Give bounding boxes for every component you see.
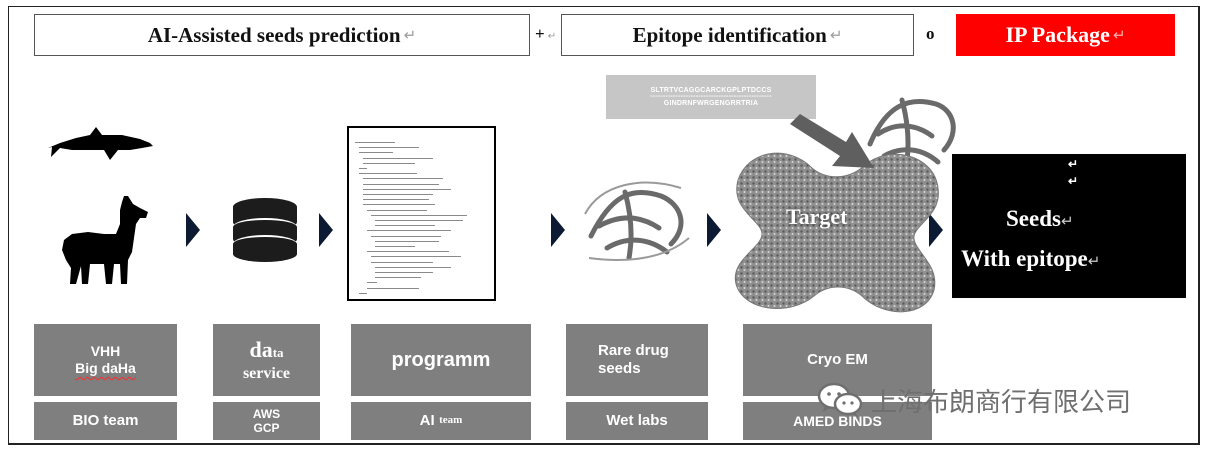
code-line	[367, 282, 377, 284]
code-line	[371, 256, 461, 258]
vhh-big-data-box: VHH Big daHa	[34, 324, 177, 396]
big-data-label: Big daHa	[75, 360, 136, 376]
data-label: data	[249, 337, 283, 363]
aws-label: AWS	[252, 406, 281, 421]
wet-labs-label: Wet labs	[606, 412, 668, 429]
seeds-line-1-text: Seeds	[1006, 206, 1061, 231]
code-line	[363, 178, 443, 180]
code-line	[375, 272, 433, 273]
seeds-line-2: With epitope↵	[961, 246, 1100, 272]
code-line	[367, 230, 451, 232]
bio-team-label: BIO team	[72, 412, 139, 429]
code-line	[363, 194, 433, 195]
programm-label: programm	[391, 349, 491, 371]
programm-box: programm	[351, 324, 531, 396]
flow-arrow-4	[707, 213, 721, 247]
code-line	[359, 147, 419, 149]
data-label-big: da	[249, 337, 273, 363]
amed-binds-label: AMED BINDS	[793, 412, 882, 429]
header-ai-assisted-label: AI-Assisted seeds prediction	[147, 22, 401, 47]
rare-drug-label: Rare drug	[598, 342, 669, 359]
return-mark: ↵	[1068, 157, 1079, 171]
return-mark: ↵	[403, 27, 417, 44]
seeds-label: seeds	[598, 360, 641, 377]
code-line	[359, 292, 367, 294]
code-line	[367, 209, 427, 211]
sequence-separator: ----------------------------------------…	[650, 93, 772, 100]
flow-arrow-2	[319, 213, 333, 247]
seeds-panel: ↵ ↵ Seeds↵ With epitope↵	[952, 154, 1186, 298]
code-line	[359, 152, 393, 154]
code-line	[363, 162, 415, 164]
rare-drug-seeds-box: Rare drug seeds	[566, 324, 708, 396]
seeds-line-2-text: With epitope	[961, 246, 1088, 271]
header-ip-package: IP Package↵	[956, 14, 1175, 56]
code-line	[363, 199, 429, 201]
cryo-em-label: Cryo EM	[807, 351, 868, 368]
code-line	[359, 168, 367, 169]
bio-team-box: BIO team	[34, 402, 177, 440]
return-mark: ↵	[547, 31, 557, 42]
return-mark: ↵	[1112, 27, 1126, 44]
code-line	[375, 246, 415, 247]
header-ip-package-label: IP Package	[1005, 22, 1110, 47]
code-line	[371, 261, 433, 263]
protein-structure-icon	[584, 181, 690, 261]
code-line	[375, 225, 435, 227]
code-line	[371, 214, 467, 216]
shark-icon	[48, 127, 153, 160]
return-mark: ↵	[1068, 174, 1079, 188]
code-panel	[347, 126, 496, 301]
code-line	[367, 287, 419, 289]
database-icon	[233, 198, 297, 262]
watermark-text: 上海布朗商行有限公司	[871, 386, 1132, 417]
flow-arrow-3	[551, 213, 565, 247]
ai-label: AI	[419, 412, 435, 429]
header-epitope-label: Epitope identification	[632, 22, 827, 47]
wet-labs-box: Wet labs	[566, 402, 708, 440]
aws-gcp-box: AWS GCP	[213, 402, 320, 440]
code-line	[363, 204, 435, 206]
code-line	[367, 251, 449, 253]
code-line	[363, 183, 439, 185]
return-mark: ↵	[1087, 254, 1101, 270]
code-line	[375, 220, 463, 221]
target-label: Target	[786, 204, 848, 229]
return-mark: ↵	[829, 27, 843, 44]
vhh-label: VHH	[90, 343, 121, 360]
flow-arrow-5	[929, 213, 943, 247]
code-line	[355, 142, 395, 143]
plus-operator: +↵	[535, 24, 556, 44]
gcp-label: GCP	[253, 421, 280, 435]
team-label: team	[439, 414, 463, 427]
code-line	[363, 157, 433, 159]
code-line	[371, 235, 441, 237]
data-service-box: data service	[213, 324, 320, 396]
flow-arrow-1	[186, 213, 200, 247]
seeds-line-1: Seeds↵	[1006, 206, 1074, 232]
code-line	[375, 277, 421, 279]
ai-team-box: AI team	[351, 402, 531, 440]
header-ai-assisted: AI-Assisted seeds prediction↵	[34, 14, 530, 56]
pointing-arrow-icon	[790, 114, 874, 168]
plus-operator-label: +	[535, 24, 545, 43]
header-epitope: Epitope identification↵	[561, 14, 914, 56]
watermark: 上海布朗商行有限公司	[817, 381, 1131, 419]
sequence-line-2: GINDRNFWRGENGRRTRIA	[663, 100, 759, 107]
code-line	[375, 266, 451, 268]
cryo-em-target-map	[734, 152, 939, 313]
sequence-box: SLTRTVCAGGCARCKGPLPTDCCS ---------------…	[606, 75, 816, 119]
alpaca-icon	[62, 196, 148, 284]
service-label: service	[242, 364, 291, 382]
code-line	[375, 240, 439, 242]
code-line	[359, 173, 417, 175]
sequence-line-1: SLTRTVCAGGCARCKGPLPTDCCS	[650, 87, 772, 94]
data-label-small: ta	[272, 345, 284, 361]
code-line	[363, 188, 451, 190]
return-mark: ↵	[1060, 214, 1074, 230]
o-operator: o	[926, 24, 935, 43]
wechat-icon	[817, 382, 863, 417]
